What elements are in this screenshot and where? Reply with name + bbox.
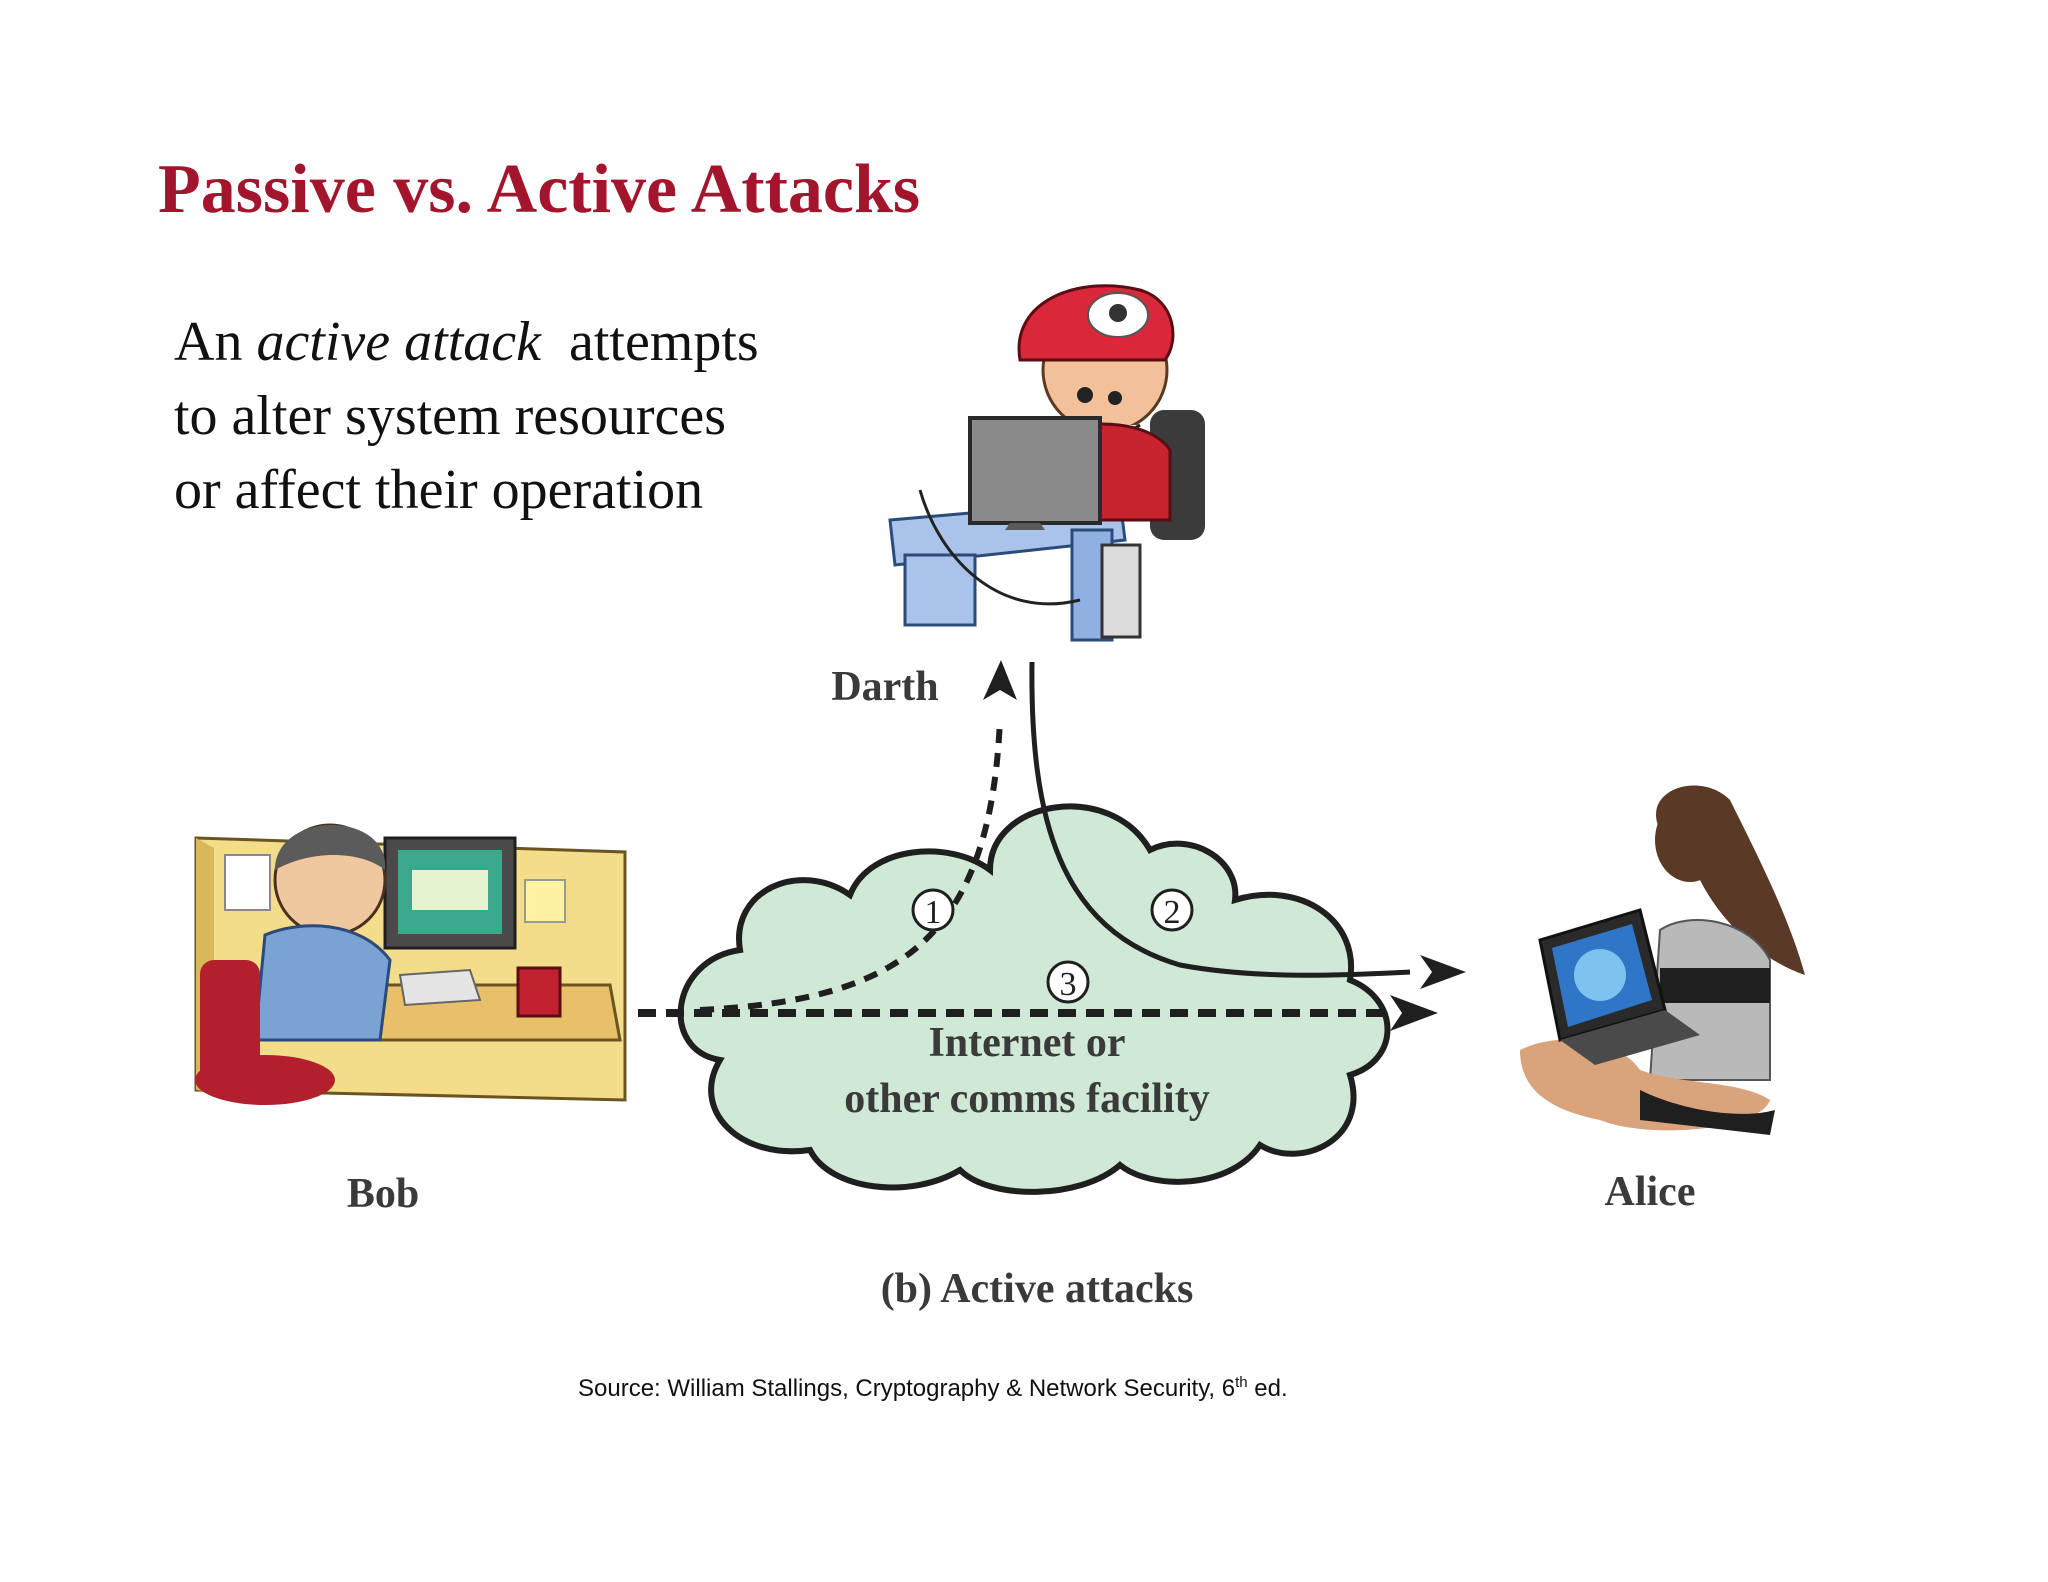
description-line-2: to alter system resources [174, 385, 727, 447]
source-citation: Source: William Stallings, Cryptography … [578, 1374, 1288, 1403]
svg-text:2: 2 [1164, 894, 1181, 931]
path-1-arrowhead [983, 660, 1017, 700]
bob-label: Bob [347, 1171, 419, 1217]
source-text: Source: William Stallings, Cryptography … [578, 1375, 1236, 1402]
darth-label: Darth [831, 664, 938, 710]
bob-illustration [194, 823, 627, 1105]
network-cloud [677, 803, 1391, 1195]
path-3-arrowhead [1390, 995, 1438, 1031]
network-label-line-1: Internet or [928, 1020, 1125, 1066]
diagram-caption: (b) Active attacks [881, 1266, 1194, 1312]
network-label-line-2: other comms facility [844, 1076, 1209, 1122]
path-1-marker: 1 [911, 888, 955, 932]
svg-text:1: 1 [925, 894, 942, 931]
alice-label: Alice [1605, 1169, 1696, 1215]
alice-illustration [1520, 785, 1805, 1135]
description-line-3: or affect their operation [174, 459, 704, 521]
description-prefix: An [174, 311, 243, 373]
path-2-marker: 2 [1150, 888, 1194, 932]
description-suffix: attempts [568, 311, 759, 373]
source-end: ed. [1247, 1375, 1288, 1402]
path-3-marker: 3 [1046, 960, 1090, 1004]
path-2-arrowhead [1420, 955, 1466, 989]
source-superscript: th [1235, 1374, 1248, 1391]
path-2-line [1029, 661, 1411, 978]
darth-illustration [888, 284, 1205, 642]
description-line-1: An active attack attempts [174, 305, 759, 379]
description-emphasis: active attack [256, 311, 541, 373]
svg-text:3: 3 [1060, 966, 1077, 1003]
slide-description: An active attack attempts to alter syste… [174, 305, 759, 527]
path-1-line [699, 719, 1003, 1013]
slide-title: Passive vs. Active Attacks [158, 151, 921, 228]
